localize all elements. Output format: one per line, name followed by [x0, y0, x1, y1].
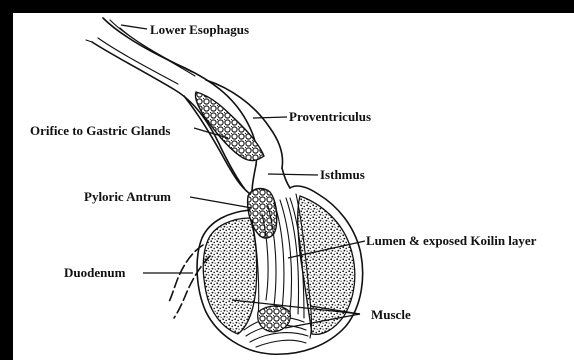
label-lower-esophagus: Lower Esophagus: [150, 22, 249, 37]
label-orifice-to-gastric-glands: Orifice to Gastric Glands: [30, 123, 170, 138]
label-isthmus: Isthmus: [320, 167, 365, 182]
label-lumen-koilin: Lumen & exposed Koilin layer: [366, 233, 537, 248]
label-proventriculus: Proventriculus: [289, 109, 371, 124]
proventriculus-glands: [184, 80, 283, 194]
label-pyloric-antrum: Pyloric Antrum: [84, 189, 171, 204]
label-duodenum: Duodenum: [64, 265, 126, 280]
esophagus-tube: [86, 18, 257, 188]
label-muscle: Muscle: [371, 307, 411, 322]
isthmus: [252, 165, 290, 192]
gizzard: [197, 186, 363, 354]
